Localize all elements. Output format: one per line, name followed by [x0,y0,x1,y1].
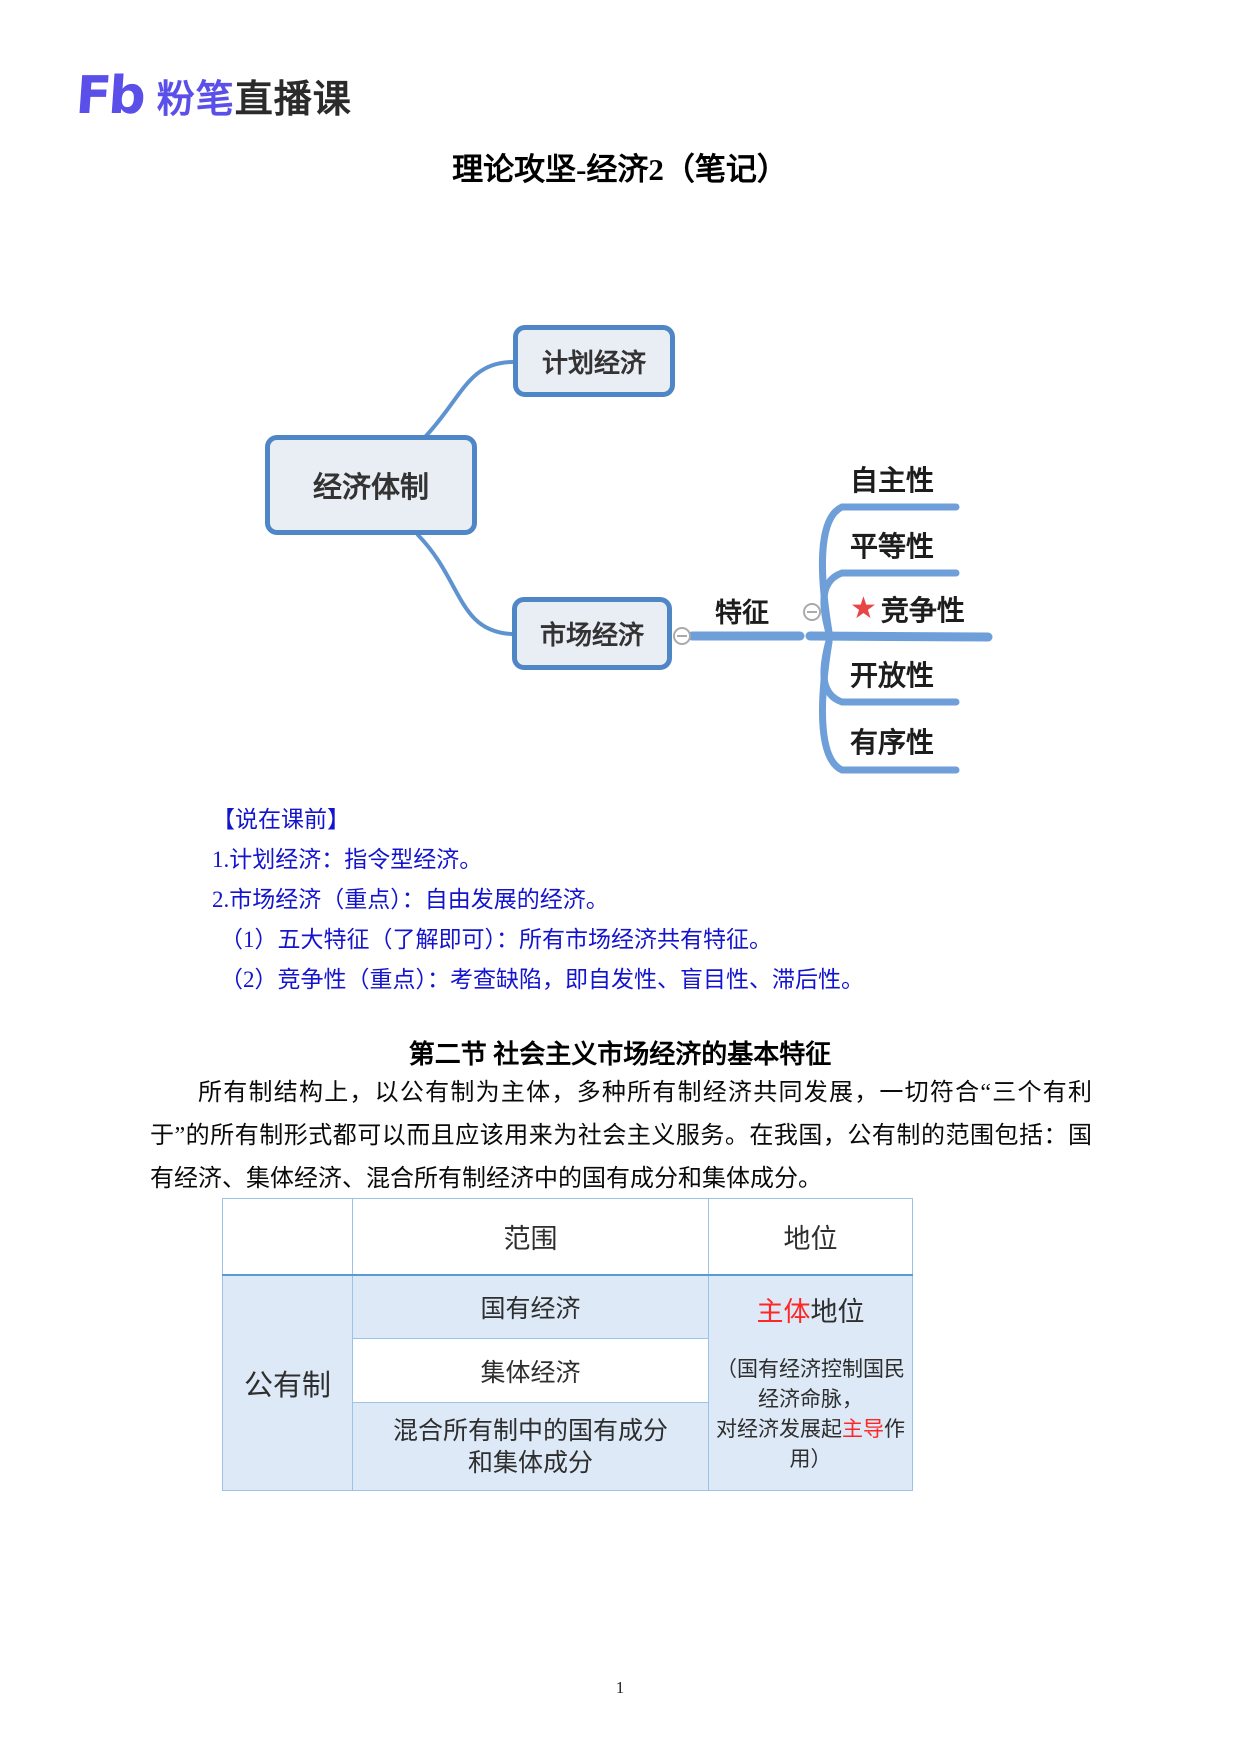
table-cell-state-economy: 国有经济 [352,1274,709,1339]
table-row: 集体经济 [223,1338,913,1403]
status-note-line2-pre: 对经济发展起 [716,1418,842,1442]
collapse-icon [673,627,691,645]
mindmap-connectors [416,360,993,774]
table-row: 混合所有制中的国有成分 和集体成分 [223,1402,913,1491]
mixed-line2: 和集体成分 [467,1448,593,1477]
mixed-line1: 混合所有制中的国有成分 [392,1416,668,1445]
mindmap-leaf-autonomy[interactable]: 自主性 [850,465,935,496]
table-cell-mixed-ownership: 混合所有制中的国有成分 和集体成分 [352,1402,709,1491]
fenbi-logo-icon: Fb [73,65,145,126]
status-main-highlight: 主体 [756,1297,811,1328]
brand-suffix: 直播课 [234,77,352,121]
mindmap-leaf-competition[interactable]: ★ 竞争性 [850,589,965,629]
collapse-icon [803,603,821,621]
status-note-line2-highlight: 主导 [842,1418,884,1442]
note-line: （1）五大特征（了解即可）：所有市场经济共有特征。 [220,927,772,952]
status-note-line1: （国有经济控制国民经济命脉， [716,1358,905,1412]
mindmap-leaf-orderliness[interactable]: 有序性 [850,727,935,758]
table-header-status: 地位 [708,1198,913,1276]
table-row: 公有制 国有经济 主体地位 （国有经济控制国民经济命脉， 对经济发展起主导作用） [222,1274,913,1491]
notes-header: 【说在课前】 [212,807,350,832]
pre-class-notes: 【说在课前】 1.计划经济：指令型经济。 2.市场经济（重点）：自由发展的经济。… [212,800,1092,1000]
status-main-rest: 地位 [810,1297,865,1328]
table-cell-collective-economy: 集体经济 [352,1338,709,1403]
mindmap-leaf-competition-label: 竞争性 [880,595,965,626]
note-line: 2.市场经济（重点）：自由发展的经济。 [212,887,609,912]
page-number: 1 [615,1678,625,1697]
table-header-row: 范围 地位 [222,1198,913,1276]
body-paragraph: 所有制结构上，以公有制为主体，多种所有制经济共同发展，一切符合“三个有利于”的所… [150,1080,1092,1192]
status-main: 主体地位 [709,1290,912,1329]
page-title: 理论攻坚-经济2（笔记） [452,152,788,187]
table-cell-public-ownership: 公有制 [222,1274,353,1491]
star-icon: ★ [850,592,877,625]
table-cell-status: 主体地位 （国有经济控制国民经济命脉， 对经济发展起主导作用） [708,1274,913,1491]
brand-name: 粉笔 [156,77,235,121]
table-header-scope: 范围 [352,1198,709,1276]
note-line: 1.计划经济：指令型经济。 [212,847,483,872]
brand-logo: Fb 粉笔直播课 [73,65,352,126]
mindmap-leaf-openness[interactable]: 开放性 [850,660,935,691]
status-note-line2-post: 作用） [789,1418,906,1472]
mindmap-leaf-equality[interactable]: 平等性 [850,531,935,562]
section-heading: 第二节 社会主义市场经济的基本特征 [408,1040,832,1069]
status-note: （国有经济控制国民经济命脉， 对经济发展起主导作用） [709,1355,912,1475]
mindmap-node-market-economy[interactable]: 市场经济 [512,597,672,670]
table-header-empty [222,1198,353,1276]
mindmap-node-planned-economy[interactable]: 计划经济 [513,325,675,397]
ownership-table: 范围 地位 公有制 国有经济 主体地位 （国有经济控制国民经济命脉， 对经济发展… [222,1198,913,1491]
mindmap-label-features: 特征 [715,598,769,628]
note-line: （2）竞争性（重点）：考查缺陷，即自发性、盲目性、滞后性。 [220,967,864,992]
mindmap-node-economic-system[interactable]: 经济体制 [265,435,477,535]
mindmap-diagram: 经济体制 计划经济 市场经济 特征 自主性 平等性 ★ 竞争性 开放性 有序性 [150,255,1100,800]
